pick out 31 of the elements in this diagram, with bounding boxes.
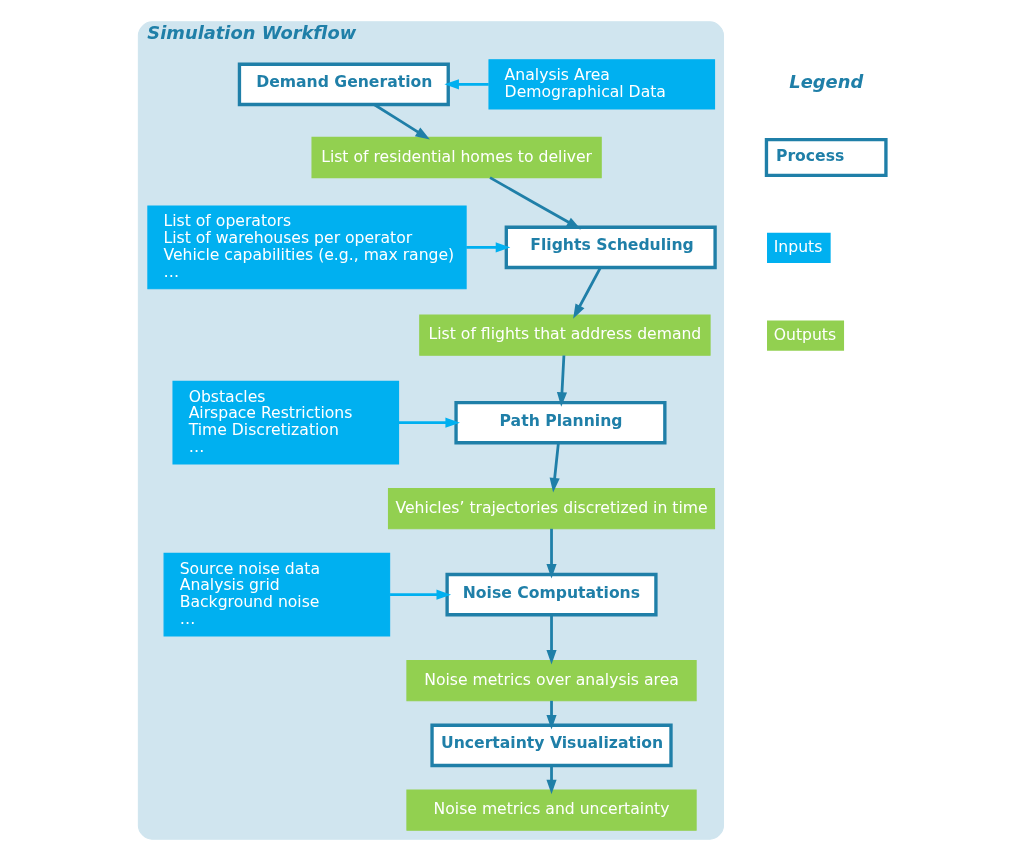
- node-box: Noise metrics and uncertainty: [405, 789, 697, 831]
- arrow: [572, 267, 602, 319]
- node-box: Path Planning: [453, 400, 667, 445]
- legend-label: Inputs: [773, 237, 822, 257]
- arrow: [549, 442, 560, 493]
- arrow: [465, 242, 510, 253]
- arrow: [545, 528, 557, 579]
- node-box: Noise Computations: [444, 572, 658, 617]
- arrow: [372, 103, 430, 140]
- node-box: Vehicles’ trajectories discretized in time: [387, 488, 715, 530]
- arrow: [443, 79, 489, 90]
- arrow: [545, 765, 557, 795]
- node-box: Source noise data Analysis grid Background noise …: [163, 552, 390, 637]
- node-box: Analysis Area Demographical Data: [487, 59, 715, 110]
- arrow: [545, 614, 557, 665]
- legend-label: Outputs: [773, 324, 836, 344]
- label: Legend: [788, 70, 863, 92]
- arrow: [556, 355, 567, 407]
- node-box: Demand Generation: [237, 62, 450, 107]
- arrow: [488, 176, 581, 230]
- node-box: Uncertainty Visualization: [429, 723, 673, 768]
- node-box: Noise metrics over analysis area: [405, 659, 697, 702]
- node-box: Flights Scheduling: [504, 225, 717, 270]
- node-box: List of operators List of warehouses per operator Vehicle capabilities (e.g., max range) …: [146, 205, 467, 290]
- arrow: [389, 589, 451, 600]
- arrow: [545, 700, 557, 730]
- node-box: List of residential homes to deliver: [310, 136, 602, 179]
- node-box: Obstacles Airspace Restrictions Time Discretization …: [171, 380, 399, 465]
- node-box: List of flights that address demand: [418, 314, 711, 356]
- legend-label: Process: [775, 146, 844, 166]
- arrow: [398, 417, 460, 428]
